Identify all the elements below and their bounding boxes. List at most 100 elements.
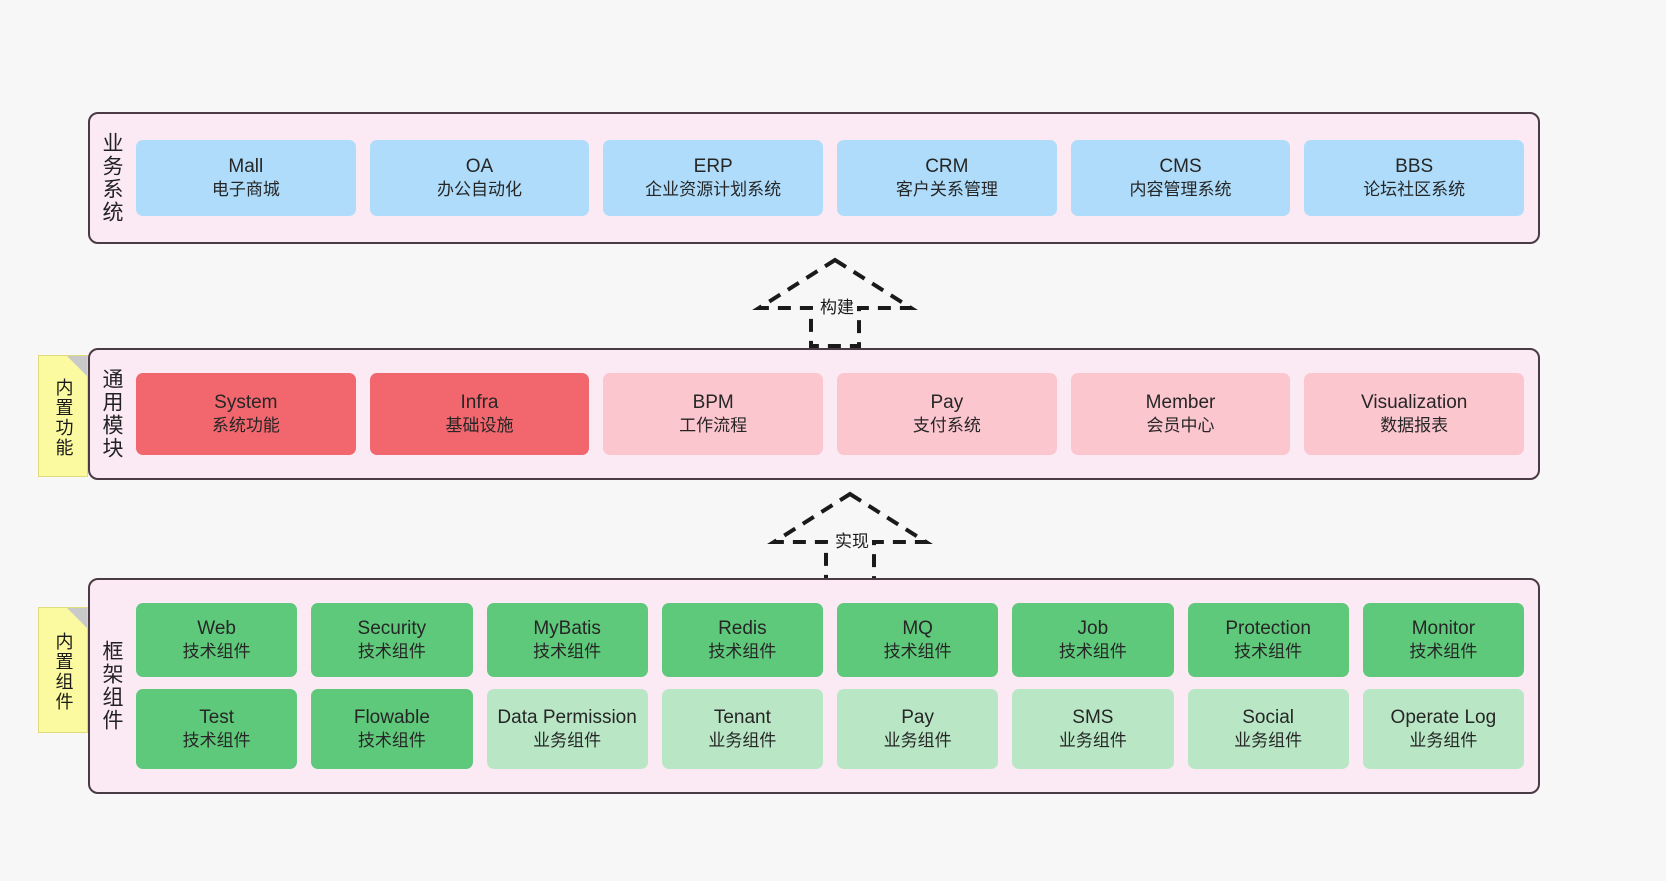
card-subtitle: 技术组件 xyxy=(533,642,602,662)
card-title: CMS xyxy=(1159,155,1202,177)
card-operate-log[interactable]: Operate Log 业务组件 xyxy=(1362,689,1524,769)
card-subtitle: 技术组件 xyxy=(357,642,426,662)
card-protection[interactable]: Protection 技术组件 xyxy=(1187,603,1349,677)
card-title: MQ xyxy=(902,617,933,639)
layer-business-systems: 业务系统 Mall 电子商城 OA 办公自动化 ERP 企业资源计划系统 CRM… xyxy=(88,112,1540,244)
card-mybatis[interactable]: MyBatis 技术组件 xyxy=(486,603,648,677)
card-title: Flowable xyxy=(353,706,430,728)
sticky-note-builtin-components: 内置组件 xyxy=(38,607,88,733)
layer-label-common-modules: 通用模块 xyxy=(100,368,124,460)
card-subtitle: 内容管理系统 xyxy=(1129,180,1232,200)
card-subtitle: 业务组件 xyxy=(883,731,952,751)
card-title: Infra xyxy=(460,391,499,413)
connector-label-build: 构建 xyxy=(817,292,857,319)
layer-label-framework-components: 框架组件 xyxy=(100,640,124,732)
card-test[interactable]: Test 技术组件 xyxy=(136,689,298,769)
card-title: ERP xyxy=(693,155,733,177)
card-subtitle: 论坛社区系统 xyxy=(1363,180,1466,200)
sticky-note-label: 内置组件 xyxy=(53,632,74,712)
dashed-arrow-shape xyxy=(752,257,918,348)
card-mall[interactable]: Mall 电子商城 xyxy=(136,140,356,216)
layer-body-business-systems: Mall 电子商城 OA 办公自动化 ERP 企业资源计划系统 CRM 客户关系… xyxy=(132,114,1538,242)
card-subtitle: 业务组件 xyxy=(1234,731,1303,751)
card-title: Test xyxy=(199,706,235,728)
card-title: Pay xyxy=(930,391,964,413)
card-title: BPM xyxy=(692,391,734,413)
card-subtitle: 客户关系管理 xyxy=(895,180,998,200)
card-system[interactable]: System 系统功能 xyxy=(136,373,356,455)
card-subtitle: 会员中心 xyxy=(1146,416,1215,436)
layer-body-framework-components: Web 技术组件 Security 技术组件 MyBatis 技术组件 Redi… xyxy=(132,580,1538,792)
card-subtitle: 业务组件 xyxy=(1409,731,1478,751)
framework-row-tech: Web 技术组件 Security 技术组件 MyBatis 技术组件 Redi… xyxy=(136,603,1524,677)
card-pay-module[interactable]: Pay 支付系统 xyxy=(837,373,1057,455)
layer-common-modules: 通用模块 System 系统功能 Infra 基础设施 BPM 工作流程 Pay… xyxy=(88,348,1540,480)
card-bpm[interactable]: BPM 工作流程 xyxy=(603,373,824,455)
card-cms[interactable]: CMS 内容管理系统 xyxy=(1070,140,1291,216)
card-oa[interactable]: OA 办公自动化 xyxy=(369,140,590,216)
card-title: OA xyxy=(465,155,494,177)
card-data-permission[interactable]: Data Permission 业务组件 xyxy=(486,689,648,769)
card-title: Web xyxy=(197,617,236,639)
card-web[interactable]: Web 技术组件 xyxy=(136,603,298,677)
card-member[interactable]: Member 会员中心 xyxy=(1070,373,1291,455)
card-subtitle: 数据报表 xyxy=(1380,416,1449,436)
card-subtitle: 办公自动化 xyxy=(437,180,522,200)
card-mq[interactable]: MQ 技术组件 xyxy=(837,603,999,677)
sticky-note-label: 内置功能 xyxy=(53,378,74,458)
card-subtitle: 系统功能 xyxy=(211,416,280,436)
card-title: Social xyxy=(1242,706,1294,728)
connector-build: 构建 xyxy=(752,256,918,348)
card-title: Redis xyxy=(718,617,767,639)
card-flowable[interactable]: Flowable 技术组件 xyxy=(311,689,473,769)
card-infra[interactable]: Infra 基础设施 xyxy=(369,373,590,455)
card-subtitle: 技术组件 xyxy=(1234,642,1303,662)
card-title: Member xyxy=(1145,391,1216,413)
card-subtitle: 技术组件 xyxy=(357,731,426,751)
layer-framework-components: 框架组件 Web 技术组件 Security 技术组件 MyBatis 技术组件… xyxy=(88,578,1540,794)
card-tenant[interactable]: Tenant 业务组件 xyxy=(661,689,823,769)
card-title: Protection xyxy=(1225,617,1311,639)
card-subtitle: 基础设施 xyxy=(445,416,514,436)
card-subtitle: 技术组件 xyxy=(1058,642,1127,662)
card-title: BBS xyxy=(1395,155,1434,177)
card-title: CRM xyxy=(925,155,969,177)
card-erp[interactable]: ERP 企业资源计划系统 xyxy=(603,140,824,216)
card-subtitle: 技术组件 xyxy=(182,642,251,662)
card-title: Job xyxy=(1077,617,1109,639)
card-security[interactable]: Security 技术组件 xyxy=(311,603,473,677)
framework-row-business: Test 技术组件 Flowable 技术组件 Data Permission … xyxy=(136,689,1524,769)
card-social[interactable]: Social 业务组件 xyxy=(1187,689,1349,769)
card-title: Pay xyxy=(901,706,934,728)
card-subtitle: 业务组件 xyxy=(533,731,602,751)
layer-label-business-systems: 业务系统 xyxy=(100,132,124,224)
layer-body-common-modules: System 系统功能 Infra 基础设施 BPM 工作流程 Pay 支付系统… xyxy=(132,350,1538,478)
card-subtitle: 企业资源计划系统 xyxy=(645,180,782,200)
card-subtitle: 电子商城 xyxy=(211,180,280,200)
card-monitor[interactable]: Monitor 技术组件 xyxy=(1362,603,1524,677)
card-title: Monitor xyxy=(1411,617,1476,639)
card-title: Data Permission xyxy=(497,706,637,728)
sticky-note-builtin-features: 内置功能 xyxy=(38,355,88,477)
card-subtitle: 业务组件 xyxy=(1058,731,1127,751)
card-title: Tenant xyxy=(713,706,771,728)
card-title: SMS xyxy=(1072,706,1114,728)
card-bbs[interactable]: BBS 论坛社区系统 xyxy=(1304,140,1525,216)
card-visualization[interactable]: Visualization 数据报表 xyxy=(1304,373,1525,455)
card-title: Visualization xyxy=(1361,391,1468,413)
card-title: Security xyxy=(357,617,427,639)
card-subtitle: 技术组件 xyxy=(708,642,777,662)
card-subtitle: 技术组件 xyxy=(182,731,251,751)
card-title: System xyxy=(214,391,278,413)
card-crm[interactable]: CRM 客户关系管理 xyxy=(837,140,1057,216)
card-title: MyBatis xyxy=(533,617,601,639)
card-sms[interactable]: SMS 业务组件 xyxy=(1012,689,1174,769)
card-title: Mall xyxy=(228,155,264,177)
card-subtitle: 工作流程 xyxy=(679,416,748,436)
card-pay-component[interactable]: Pay 业务组件 xyxy=(837,689,999,769)
card-job[interactable]: Job 技术组件 xyxy=(1012,603,1174,677)
connector-label-implement: 实现 xyxy=(832,526,872,553)
card-redis[interactable]: Redis 技术组件 xyxy=(661,603,823,677)
connector-implement: 实现 xyxy=(767,490,933,582)
